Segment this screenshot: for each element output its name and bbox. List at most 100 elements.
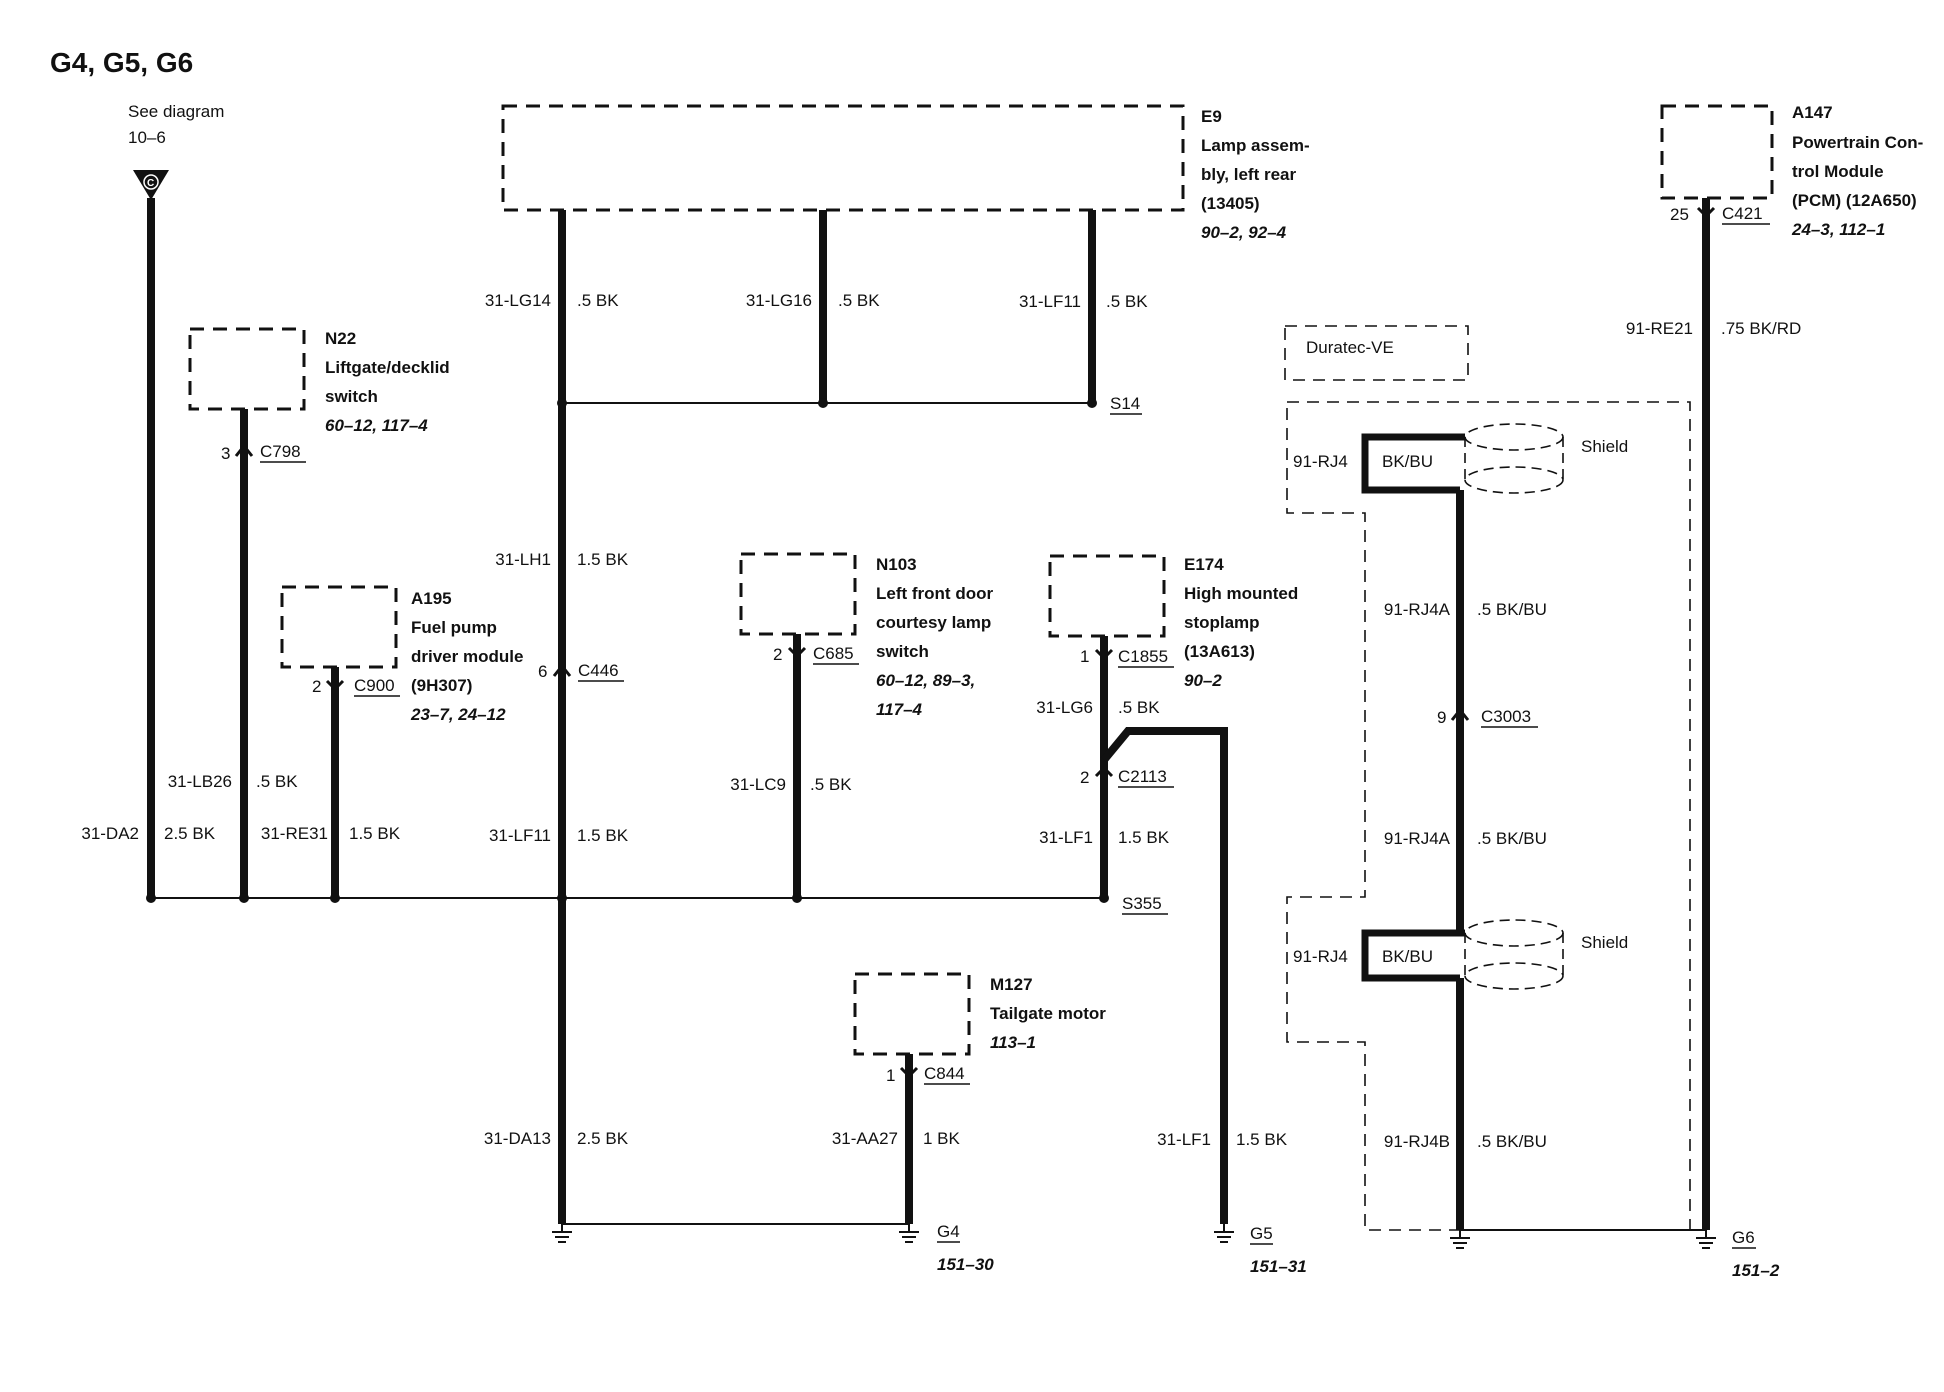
e174-stoplamp-box: [1048, 554, 1166, 638]
wire-lc9-circuit: 31-LC9: [730, 775, 786, 794]
wire-da2-spec: 2.5 BK: [164, 824, 216, 843]
duratec-ve-label: Duratec-VE: [1306, 338, 1394, 357]
e9-ref: 90–2, 92–4: [1201, 223, 1287, 242]
g5-ref: 151–31: [1250, 1257, 1307, 1276]
wire-lb26-circuit: 31-LB26: [168, 772, 232, 791]
duratec-ve-box: [1284, 325, 1469, 381]
s14-name: S14: [1110, 394, 1140, 413]
n103-ref-2: 117–4: [876, 700, 923, 719]
splice-dot-s14: [1087, 398, 1097, 408]
connector-c900-icon: [325, 679, 345, 692]
c2113-name: C2113: [1118, 767, 1167, 786]
e9-label: E9 Lamp assem- bly, left rear (13405) 90…: [1201, 107, 1310, 242]
wire-lb26-spec: .5 BK: [256, 772, 298, 791]
a147-id: A147: [1792, 103, 1833, 122]
wire-lg6-spec: .5 BK: [1118, 698, 1160, 717]
g4-ref: 151–30: [937, 1255, 994, 1274]
a195-fuel-pump-module-box: [280, 585, 398, 669]
c446-pin: 6: [538, 662, 547, 681]
n103-id: N103: [876, 555, 917, 574]
n22-desc-1: Liftgate/decklid: [325, 358, 450, 377]
e174-ref: 90–2: [1184, 671, 1222, 690]
connector-c446-icon: [552, 663, 572, 677]
splice-dot: [557, 893, 567, 903]
wire-rj4a-upper-spec: .5 BK/BU: [1477, 600, 1547, 619]
wire-re21-spec: .75 BK/RD: [1721, 319, 1801, 338]
connector-c421: 25 C421: [1670, 204, 1770, 225]
c685-pin: 2: [773, 645, 782, 664]
wire-da13-spec: 2.5 BK: [577, 1129, 629, 1148]
c421-pin: 25: [1670, 205, 1689, 224]
e9-desc-1: Lamp assem-: [1201, 136, 1310, 155]
m127-ref: 113–1: [990, 1033, 1036, 1052]
connector-c3003-icon: [1450, 707, 1470, 721]
g6-name: G6: [1732, 1228, 1755, 1247]
wire-lf1-lower-circuit: 31-LF1: [1157, 1130, 1211, 1149]
n103-ref-1: 60–12, 89–3,: [876, 671, 975, 690]
wire-lc9-spec: .5 BK: [810, 775, 852, 794]
wire-re31-circuit: 31-RE31: [261, 824, 328, 843]
ground-g6-icon: [1696, 1227, 1716, 1249]
rj4-bottom-bracket: [1361, 929, 1465, 982]
splice-dot: [146, 893, 156, 903]
duratec-zone-outline: [1286, 401, 1691, 1231]
c1855-name: C1855: [1118, 647, 1168, 666]
a195-label: A195 Fuel pump driver module (9H307) 23–…: [410, 589, 523, 724]
wire-rj4a-lower-circuit: 91-RJ4A: [1384, 829, 1451, 848]
n22-ref: 60–12, 117–4: [325, 416, 428, 435]
splice-dot: [792, 893, 802, 903]
n22-id: N22: [325, 329, 356, 348]
shield-bottom-icon: [1464, 919, 1564, 990]
wire-lf11-top-circuit: 31-LF11: [1019, 292, 1081, 311]
g4-name: G4: [937, 1222, 960, 1241]
rj4-bottom-color: BK/BU: [1382, 947, 1433, 966]
splice-dot-s355: [1099, 893, 1109, 903]
n103-label: N103 Left front door courtesy lamp switc…: [876, 555, 993, 719]
wire-lf1-upper-circuit: 31-LF1: [1039, 828, 1093, 847]
ground-g6-label: G6 151–2: [1732, 1228, 1780, 1280]
ground-g5-label: G5 151–31: [1250, 1224, 1307, 1276]
marker-circle-icon: [143, 174, 159, 190]
wire-rj4b-circuit: 91-RJ4B: [1384, 1132, 1450, 1151]
a147-label: A147 Powertrain Con- trol Module (PCM) (…: [1791, 103, 1923, 239]
wire-aa27-circuit: 31-AA27: [832, 1129, 898, 1148]
wire-31-lf1-to-g5: [1100, 727, 1228, 1224]
wire-lf11-top-spec: .5 BK: [1106, 292, 1148, 311]
a147-pcm-box: [1660, 104, 1774, 200]
wire-lg14-spec: .5 BK: [577, 291, 619, 310]
e9-desc-3: (13405): [1201, 194, 1260, 213]
wire-aa27-spec: 1 BK: [923, 1129, 961, 1148]
c685-name: C685: [813, 644, 854, 663]
wire-rj4a-lower-spec: .5 BK/BU: [1477, 829, 1547, 848]
wire-lh1-circuit: 31-LH1: [495, 550, 551, 569]
m127-label: M127 Tailgate motor 113–1: [990, 975, 1106, 1052]
n103-switch-box: [739, 552, 857, 636]
m127-id: M127: [990, 975, 1033, 994]
wire-rj4a-upper-circuit: 91-RJ4A: [1384, 600, 1451, 619]
splice-dot: [239, 893, 249, 903]
connector-c685: 2 C685: [773, 644, 859, 665]
wire-rj4-top-circuit: 91-RJ4: [1293, 452, 1348, 471]
connector-c1855: 1 C1855: [1080, 647, 1174, 668]
a195-desc-2: driver module: [411, 647, 523, 666]
e174-desc-1: High mounted: [1184, 584, 1298, 603]
wire-lg16-spec: .5 BK: [838, 291, 880, 310]
n103-desc-2: courtesy lamp: [876, 613, 991, 632]
c3003-pin: 9: [1437, 708, 1446, 727]
m127-desc-1: Tailgate motor: [990, 1004, 1106, 1023]
a147-desc-1: Powertrain Con-: [1792, 133, 1923, 152]
wire-lg14-circuit: 31-LG14: [485, 291, 551, 310]
wire-lf11-low-spec: 1.5 BK: [577, 826, 629, 845]
shield-bottom-label: Shield: [1581, 933, 1628, 952]
n22-label: N22 Liftgate/decklid switch 60–12, 117–4: [325, 329, 450, 435]
n22-switch-box: [188, 327, 306, 411]
c798-pin: 3: [221, 444, 230, 463]
connector-c685-icon: [787, 646, 807, 659]
c798-name: C798: [260, 442, 301, 461]
n22-desc-2: switch: [325, 387, 378, 406]
splice-dot: [330, 893, 340, 903]
see-diagram-reference: See diagram 10–6 C: [128, 102, 224, 200]
connector-c1855-icon: [1094, 648, 1114, 661]
a147-desc-2: trol Module: [1792, 162, 1884, 181]
